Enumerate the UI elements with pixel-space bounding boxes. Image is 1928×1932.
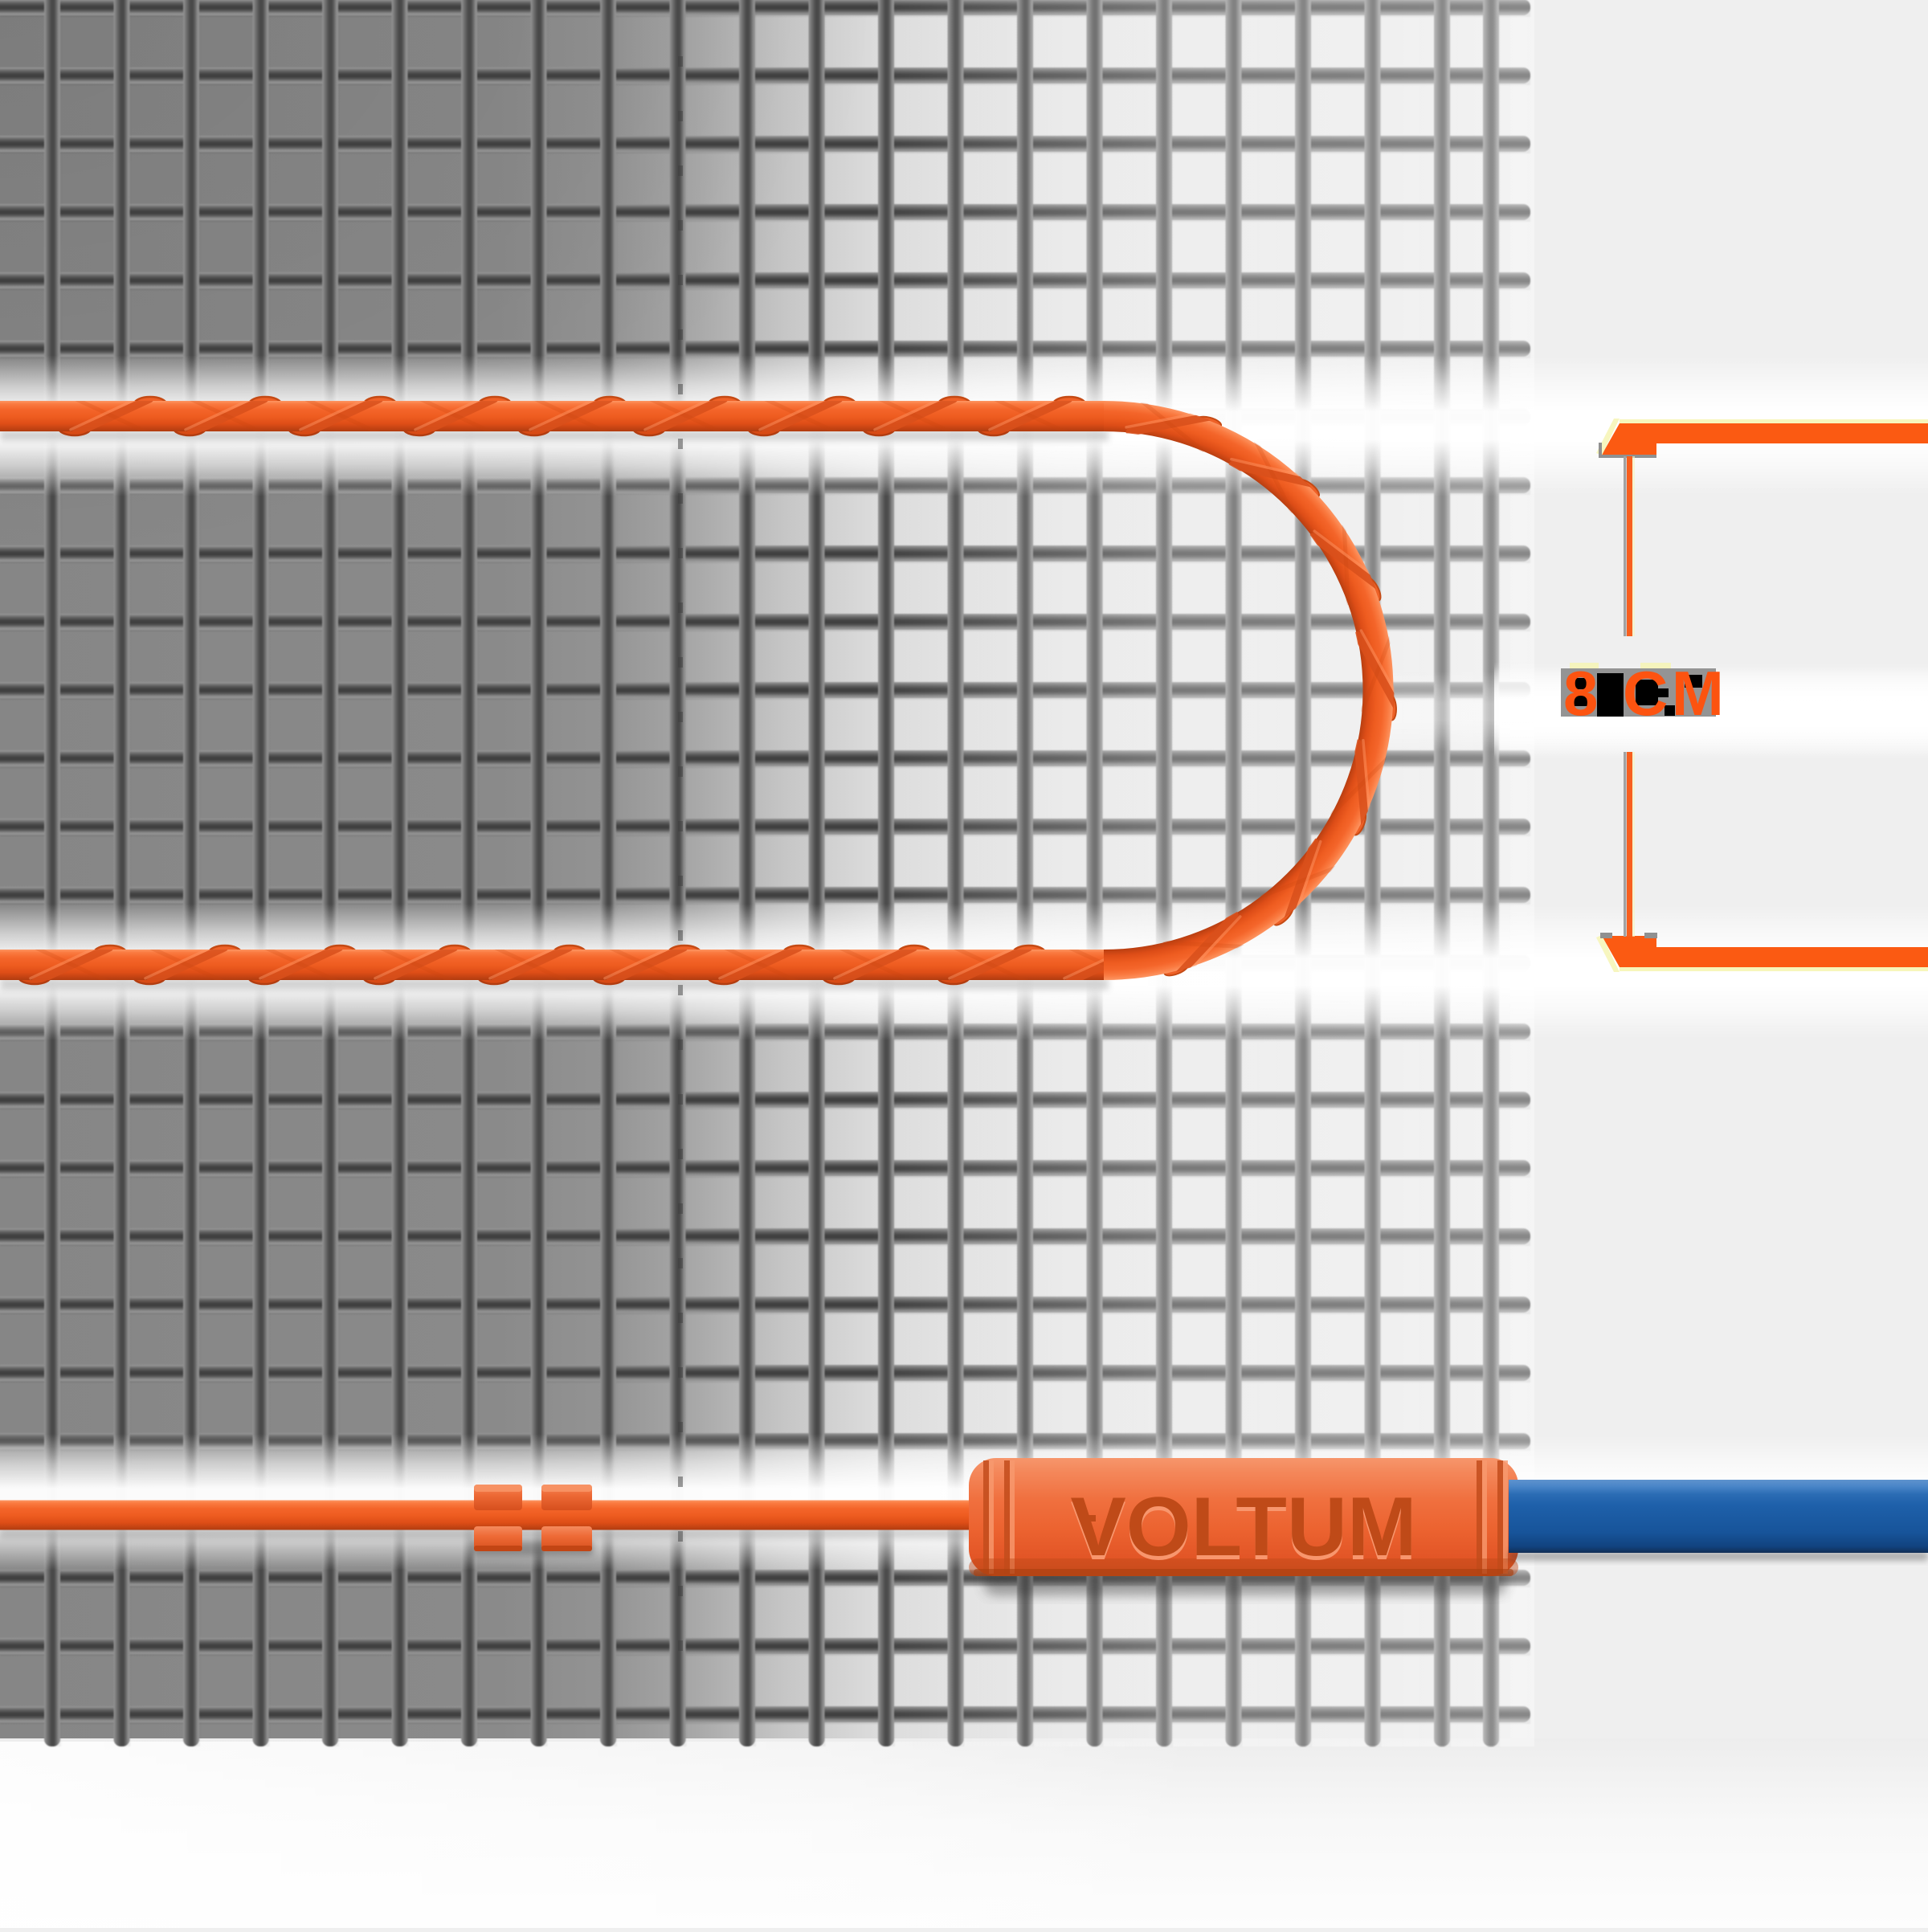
svg-text:VOLTUM: VOLTUM [1070, 1485, 1416, 1578]
svg-text:VOLTUM: VOLTUM [1070, 1481, 1416, 1574]
svg-text:8 CM: 8 CM [1563, 658, 1727, 729]
